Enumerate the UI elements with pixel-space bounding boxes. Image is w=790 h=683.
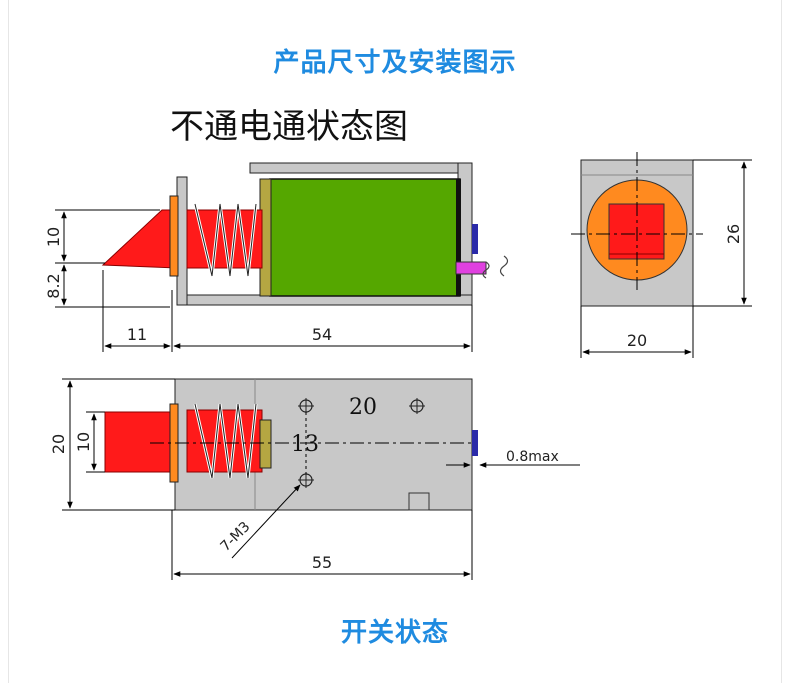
dim-total-length: 55 [312, 553, 332, 572]
page-title: 产品尺寸及安装图示 [273, 48, 517, 78]
dim-end-height: 26 [724, 224, 743, 244]
coil-end-cap [456, 179, 461, 296]
lead-wire [455, 261, 487, 275]
dim-top-plunger-height: 10 [74, 432, 93, 452]
dim-plunger-height: 10 [44, 227, 63, 247]
rear-tab-top [472, 430, 478, 456]
page-border-right [781, 0, 782, 683]
mount-hole-icon [409, 398, 425, 414]
dim-gap: 0.8max [506, 449, 559, 465]
dim-plunger-length: 11 [127, 325, 147, 344]
plunger-tip [101, 209, 178, 269]
bottom-notch [408, 492, 430, 511]
washer-top [259, 419, 272, 469]
plunger-top [104, 411, 176, 473]
frame-top-bar [249, 162, 473, 174]
state-label: 不通电通状态图 [170, 107, 408, 147]
plunger-flange [169, 195, 179, 277]
hole-callout: 7-M3 [218, 519, 254, 555]
dim-plunger-offset: 8.2 [44, 273, 63, 298]
dim-top-body-height: 20 [49, 434, 68, 454]
dim-hole-spacing-y: 13 [291, 432, 319, 457]
side-view: 10 8.2 11 54 [44, 162, 509, 352]
footer-title: 开关状态 [340, 618, 449, 648]
top-view: 20 13 20 10 0.8max 7-M3 55 [49, 378, 580, 580]
dim-hole-spacing-x: 20 [349, 395, 377, 420]
end-view: 26 20 [571, 152, 752, 358]
dim-body-length: 54 [312, 325, 332, 344]
coil-body [269, 178, 461, 297]
wire-break-mark [482, 255, 509, 279]
rear-tab [472, 224, 478, 254]
page-border-left [8, 0, 9, 683]
dim-end-width: 20 [627, 331, 647, 350]
spring-top-icon [194, 403, 257, 479]
